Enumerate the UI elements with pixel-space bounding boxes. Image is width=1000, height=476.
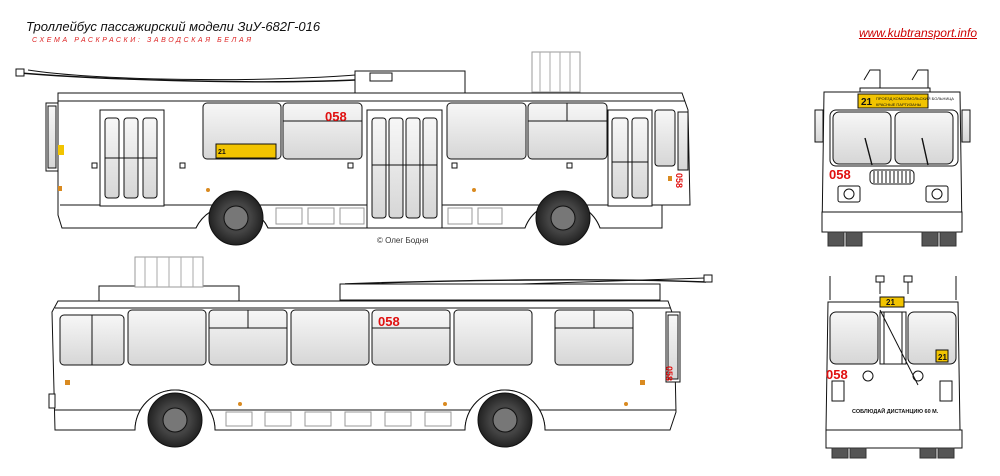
- route-number-side-1: 21: [218, 149, 226, 156]
- door-middle: [366, 109, 443, 229]
- fleet-number-rear: 058: [826, 367, 848, 382]
- fleet-number-side-2: 058: [378, 314, 400, 329]
- fleet-number-side-1-front: 058: [674, 173, 684, 188]
- route-text-front: ПРОЕЗД КОМСОМОЛЬСКИЙ БОЛЬНИЦА: [876, 96, 954, 101]
- side-view-right: [15, 51, 691, 246]
- front-view: [814, 69, 971, 247]
- rear-view: [825, 275, 963, 459]
- route-text-front-2: КРАСНЫЕ ПАРТИЗАНЫ: [876, 102, 922, 107]
- fleet-number-side-2-front: 058: [664, 366, 674, 381]
- route-number-rear-window: 21: [938, 353, 947, 362]
- fleet-number-front: 058: [829, 167, 851, 182]
- rear-notice: СОБЛЮДАЙ ДИСТАНЦИЮ 60 М.: [852, 407, 939, 415]
- page-title: Троллейбус пассажирский модели ЗиУ-682Г-…: [26, 19, 321, 34]
- route-number-rear-top: 21: [886, 298, 895, 307]
- side-view-left: [48, 256, 713, 448]
- website-link[interactable]: www.kubtransport.info: [858, 26, 977, 40]
- door-front: [607, 109, 653, 207]
- page-subtitle: СХЕМА РАСКРАСКИ: ЗАВОДСКАЯ БЕЛАЯ: [32, 37, 254, 44]
- author-credit: © Олег Бодня: [377, 236, 428, 245]
- door-rear: [99, 109, 165, 207]
- route-number-front: 21: [861, 97, 873, 108]
- fleet-number-side-1: 058: [325, 109, 347, 124]
